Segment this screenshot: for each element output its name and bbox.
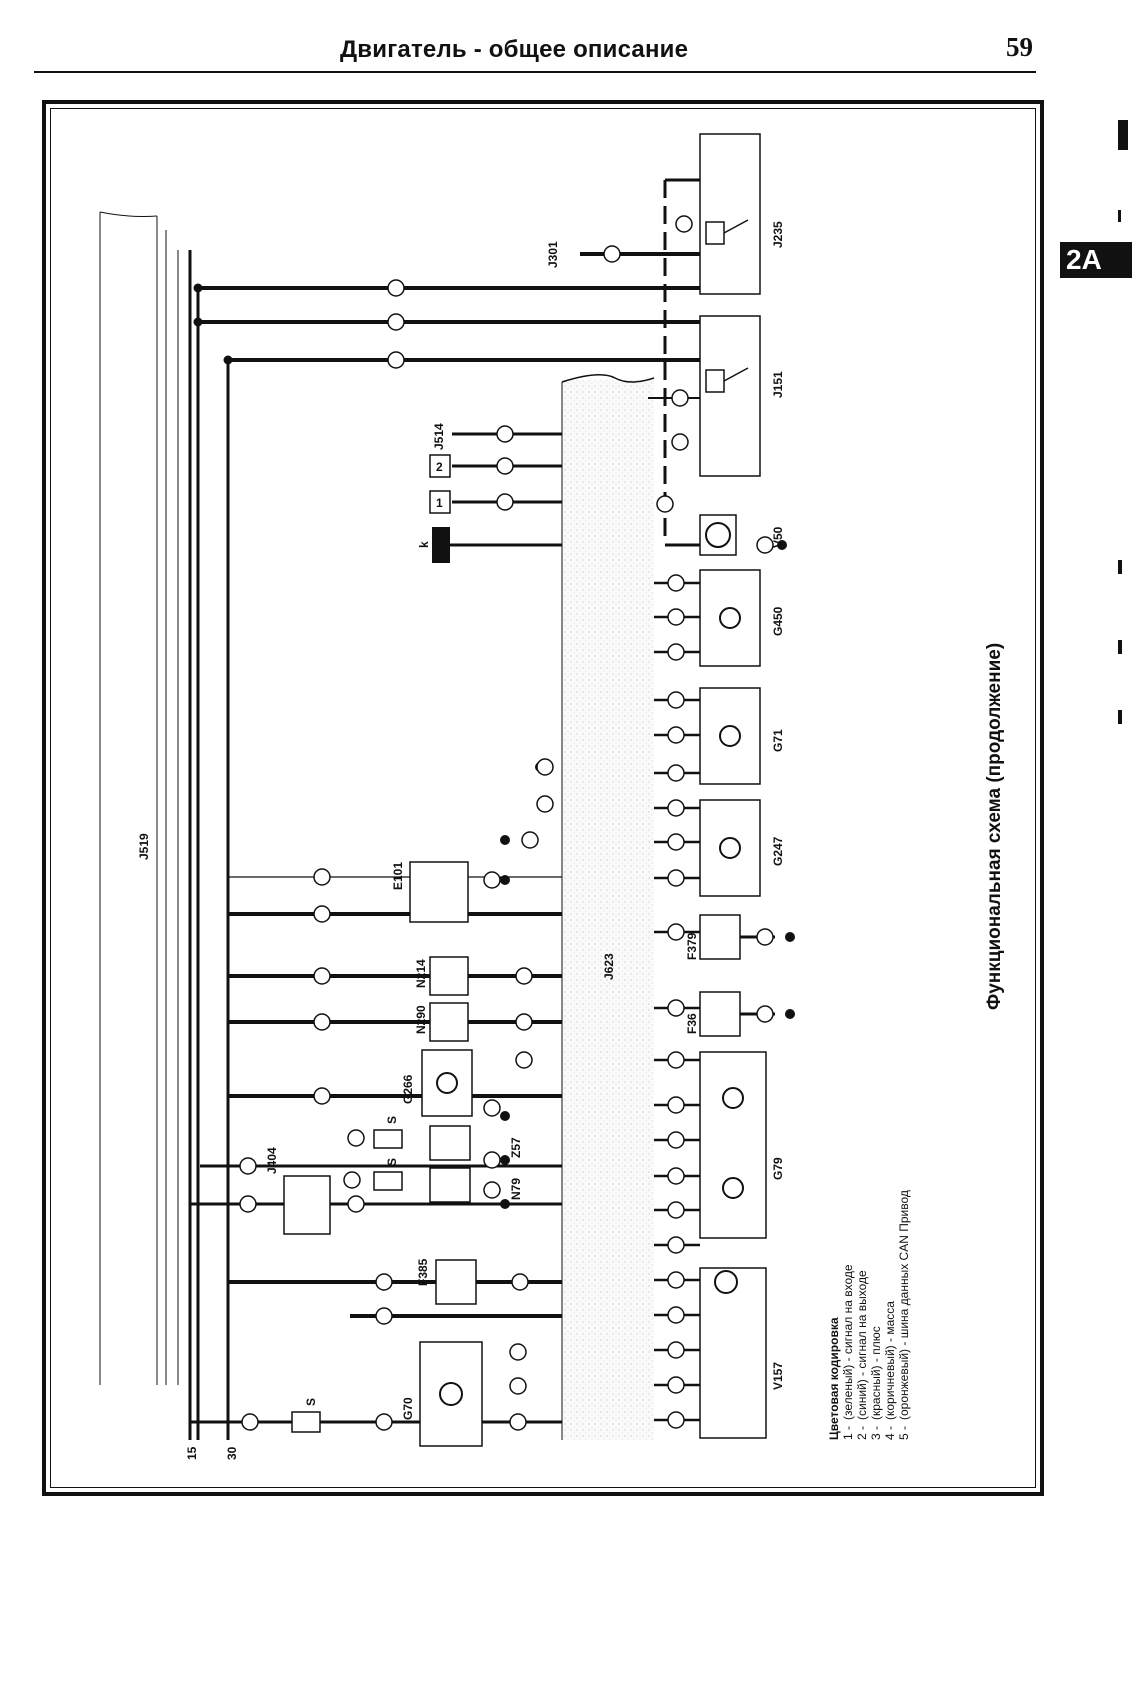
switch-f36-box [699,991,741,1037]
label-j235: J235 [771,221,785,248]
motor-v157-box [699,1267,767,1439]
fuse-s-main [291,1411,321,1433]
legend-num-5: 5 - [897,1426,911,1440]
label-j301: J301 [546,241,560,268]
legend-num-1: 1 - [841,1426,855,1440]
label-v157: V157 [771,1362,785,1390]
harness-bus [99,211,179,1385]
component-labels: J519 J301 J235 J151 J514 V50 G450 G71 G2… [137,221,785,1460]
wire-code-circles [239,215,774,1431]
label-s-main: S [304,1398,318,1406]
label-n214: N214 [414,959,428,988]
legend-text-2: (синий) - сигнал на выходе [855,1270,869,1420]
label-g79: G79 [771,1157,785,1180]
j514-pin-2-box [429,454,451,478]
relay-j235-box [699,133,761,295]
label-s-z57: S [385,1116,399,1124]
sensor-g247-box [699,799,761,897]
label-box-2: 2 [436,460,443,474]
section-tab: 2A [1060,242,1132,278]
label-g266: G266 [401,1074,415,1104]
valve-n214-box [429,956,469,996]
sensor-g79-box [699,1051,767,1239]
sensor-g450-box [699,569,761,667]
label-g450: G450 [771,606,785,636]
margin-mark [1118,640,1122,654]
terminal-15: 15 [185,1446,199,1460]
legend-text-1: (зеленый) - сигнал на входе [841,1264,855,1420]
ecu-j623-body [562,380,654,1440]
fuse-s-z57 [373,1129,403,1149]
label-j514: J514 [432,423,446,450]
label-f36: F36 [685,1013,699,1034]
margin-mark [1118,710,1122,724]
label-g247: G247 [771,836,785,866]
legend-num-3: 3 - [869,1426,883,1440]
label-e101: E101 [391,862,405,890]
label-s-n79: S [385,1158,399,1166]
heater-n79-box [429,1167,471,1203]
label-z57: Z57 [509,1137,523,1158]
j514-pin-1-box [429,490,451,514]
label-k: k [417,541,431,548]
page-header-title: Двигатель - общее описание [340,36,689,63]
switch-f385-box [435,1259,477,1305]
figure-frame [42,100,1044,1496]
heater-z57-box [429,1125,471,1161]
terminal-feeders [188,250,230,1440]
figure-caption: Функциональная схема (продолжение) [984,643,1005,1010]
sensor-g71-box [699,687,761,785]
fuse-s-n79 [373,1171,403,1191]
ecu-j623-top-edge [561,374,655,383]
sensor-g70-box [419,1341,483,1447]
sensor-g266-box [421,1049,473,1117]
label-n290: N290 [414,1005,428,1034]
label-n79: N79 [509,1178,523,1200]
switch-f379-box [699,914,741,960]
legend-title: Цветовая кодировка [827,1317,841,1440]
label-f379: F379 [685,932,699,960]
relay-j151-box [699,315,761,477]
label-g70: G70 [401,1397,415,1420]
legend-text-4: (коричневый) - масса [883,1301,897,1420]
relay-j404-box [283,1175,331,1235]
label-j623: J623 [602,953,616,980]
label-j519: J519 [137,833,151,860]
motor-v50-box [699,514,737,556]
color-legend: Цветовая кодировка 1 - (зеленый) - сигна… [827,1190,911,1440]
label-f385: F385 [416,1258,430,1286]
legend-num-4: 4 - [883,1426,897,1440]
legend-text-5: (оронжевый) - шина данных CAN Привод [897,1190,911,1420]
figure-frame-inner [50,108,1036,1488]
power-rails [198,286,700,362]
margin-mark [1118,120,1128,150]
label-j151: J151 [771,371,785,398]
page-number: 59 [1006,32,1033,62]
label-j404: J404 [265,1147,279,1174]
terminal-30: 30 [225,1446,239,1460]
label-g71: G71 [771,729,785,752]
k-connector [432,527,450,563]
margin-mark [1118,210,1121,222]
switch-e101-box [409,861,469,923]
margin-mark [1118,560,1122,574]
ecu-left-wires [228,912,562,1318]
legend-num-2: 2 - [855,1426,869,1440]
label-v50: V50 [771,526,785,548]
label-box-1: 1 [436,496,443,510]
legend-text-3: (красный) - плюс [869,1326,883,1420]
header-rule [34,71,1036,73]
valve-n290-box [429,1002,469,1042]
